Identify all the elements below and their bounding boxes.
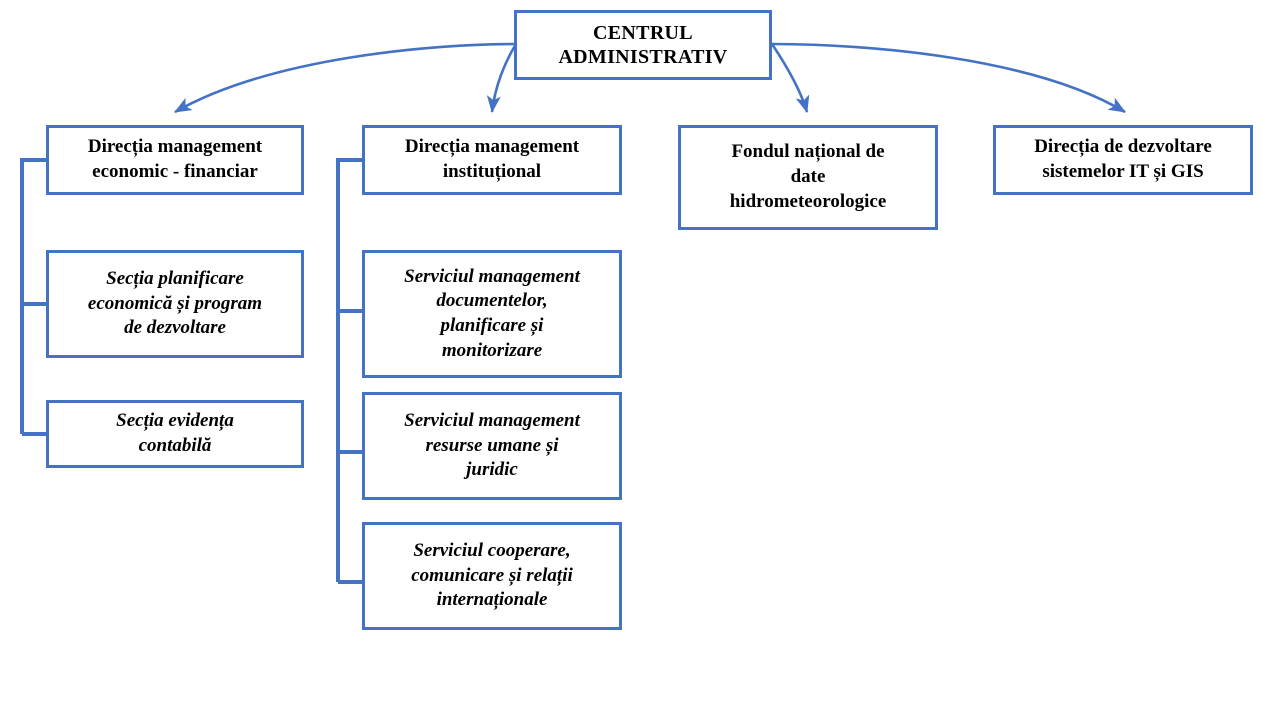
connector-spine-economic-financiar xyxy=(20,158,46,434)
node-sectia-planificare-economica-si-program-de-dezvoltare[interactable]: Secția planificare economică și program … xyxy=(46,250,304,358)
node-serviciul-cooperare-comunicare-si-relatii-internationale[interactable]: Serviciul cooperare, comunicare și relaț… xyxy=(362,522,622,630)
node-serviciul-management-resurse-umane-si-juridic[interactable]: Serviciul management resurse umane și ju… xyxy=(362,392,622,500)
node-label: Secția evidența contabilă xyxy=(116,410,234,456)
node-fondul-national-de-date-hidrometeorologice[interactable]: Fondul național de date hidrometeorologi… xyxy=(678,125,938,230)
node-centrul-administrativ[interactable]: CENTRUL ADMINISTRATIV xyxy=(514,10,772,80)
node-directia-management-institutional[interactable]: Direcția management instituțional xyxy=(362,125,622,195)
node-label: Fondul național de date hidrometeorologi… xyxy=(729,141,887,212)
node-label: CENTRUL ADMINISTRATIV xyxy=(558,21,728,68)
node-label: Secția planificare economică și program … xyxy=(87,267,263,339)
node-serviciul-management-documentelor-planificare-si-monitorizare[interactable]: Serviciul management documentelor, plani… xyxy=(362,250,622,378)
connector-root-to-economic-financiar xyxy=(174,42,517,114)
node-label: Direcția de dezvoltare sistemelor IT și … xyxy=(1034,136,1212,182)
node-sectia-evidenta-contabila[interactable]: Secția evidența contabilă xyxy=(46,400,304,468)
node-label: Direcția management economic - financiar xyxy=(87,136,263,182)
node-label: Serviciul management resurse umane și ju… xyxy=(404,409,580,481)
connector-root-to-directia-it-gis xyxy=(771,42,1126,114)
node-directia-management-economic-financiar[interactable]: Direcția management economic - financiar xyxy=(46,125,304,195)
connector-root-to-fondul-national xyxy=(770,43,810,113)
connector-spine-management-institutional xyxy=(336,158,362,582)
connector-root-to-management-institutional xyxy=(486,43,518,114)
node-directia-de-dezvoltare-sistemelor-it-si-gis[interactable]: Direcția de dezvoltare sistemelor IT și … xyxy=(993,125,1253,195)
node-label: Serviciul cooperare, comunicare și relaț… xyxy=(411,539,573,611)
node-label: Direcția management instituțional xyxy=(404,136,580,182)
node-label: Serviciul management documentelor, plani… xyxy=(404,265,580,361)
